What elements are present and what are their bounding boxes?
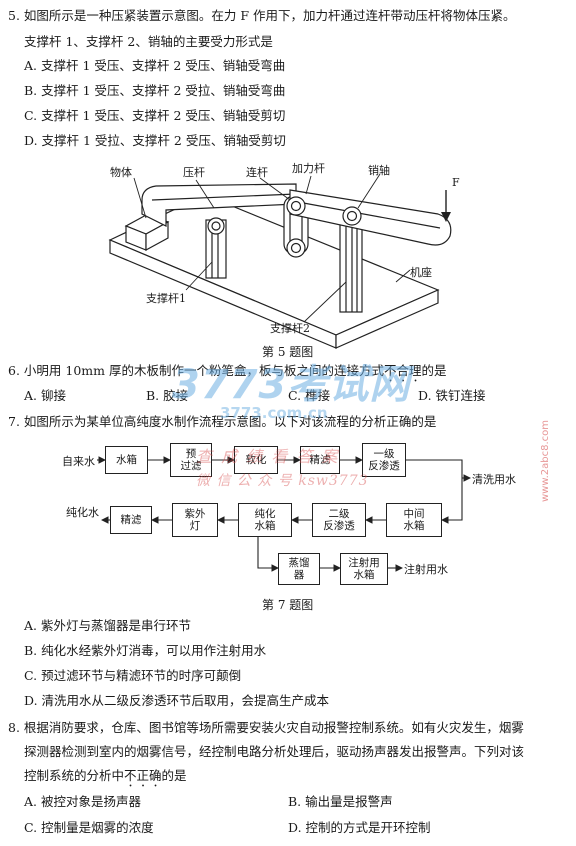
q8-stem-line2: 探测器检测到室内的烟雾信号，经控制电路分析处理后，驱动扬声器发出报警声。下列对该 <box>24 744 525 759</box>
flow-box-ro1: 一级 反渗透 <box>362 443 406 477</box>
q6-option-b: B. 胶接 <box>146 388 189 403</box>
q8-stem-part1: 控制系统的分析中 <box>24 768 125 783</box>
q5-option-b: B. 支撑杆 1 受压、支撑杆 2 受拉、销轴受弯曲 <box>24 83 286 98</box>
flow-box-tank: 水箱 <box>105 446 148 474</box>
flow-box-prefilter: 预 过滤 <box>170 443 212 477</box>
q6-stem: 6. 小明用 10mm 厚的木板制作一个粉笔盒，板与板之间的连接方式不合理的是 <box>8 363 447 385</box>
label-support-rod-2: 支撑杆2 <box>270 322 310 335</box>
q6-option-d: D. 铁钉连接 <box>418 388 486 403</box>
label-base: 机座 <box>410 266 432 279</box>
flow-tap-water: 自来水 <box>62 455 95 468</box>
object-block-side <box>145 220 169 252</box>
q5-option-d: D. 支撑杆 1 受拉、支撑杆 2 受压、销轴受剪切 <box>24 133 286 148</box>
force-arrow-icon <box>441 212 451 222</box>
label-lever: 加力杆 <box>292 162 325 175</box>
q7-option-c: C. 预过滤环节与精滤环节的时序可颠倒 <box>24 668 242 683</box>
q8-option-a: A. 被控对象是扬声器 <box>24 794 141 809</box>
q6-option-c: C. 榫接 <box>288 388 331 403</box>
q5-stem-line2: 支撑杆 1、支撑杆 2、销轴的主要受力形式是 <box>24 34 273 49</box>
label-object: 物体 <box>110 166 132 179</box>
q8-stem-part2: 的是 <box>161 768 187 783</box>
flow-injection-water: 注射用水 <box>404 563 448 576</box>
flow-box-soften: 软化 <box>234 446 278 474</box>
flow-pure-water: 纯化水 <box>66 506 99 519</box>
flow-box-mid-tank: 中间 水箱 <box>386 503 442 537</box>
q8-stem-line1: 8. 根据消防要求，仓库、图书馆等场所需要安装火灾自动报警控制系统。如有火灾发生… <box>8 720 524 735</box>
q7-stem: 7. 如图所示为某单位高纯度水制作流程示意图。以下对该流程的分析正确的是 <box>8 414 437 429</box>
q6-stem-part2: 的是 <box>421 363 447 378</box>
q7-option-a: A. 紫外灯与蒸馏器是串行环节 <box>24 618 191 633</box>
flow-box-ro2: 二级 反渗透 <box>312 503 366 537</box>
q5-option-c: C. 支撑杆 1 受压、支撑杆 2 受压、销轴受剪切 <box>24 108 286 123</box>
base-side <box>335 289 439 349</box>
label-force: F <box>452 176 460 189</box>
q7-option-b: B. 纯化水经紫外灯消毒，可以用作注射用水 <box>24 643 267 658</box>
flow-box-distiller: 蒸馏 器 <box>278 553 320 585</box>
flow-box-inj-tank: 注射用 水箱 <box>340 553 388 585</box>
label-link: 连杆 <box>246 166 268 179</box>
q7-option-d: D. 清洗用水从二级反渗透环节后取用，会提高生产成本 <box>24 693 330 708</box>
q5-stem-line1: 5. 如图所示是一种压紧装置示意图。在力 F 作用下，加力杆通过连杆带动压杆将物… <box>8 8 516 23</box>
q8-option-c: C. 控制量是烟雾的浓度 <box>24 820 154 835</box>
q6-stem-part1: 6. 小明用 10mm 厚的木板制作一个粉笔盒，板与板之间的连接方式 <box>8 363 384 378</box>
label-support-rod-1: 支撑杆1 <box>146 292 186 305</box>
q5-option-a: A. 支撑杆 1 受压、支撑杆 2 受压、销轴受弯曲 <box>24 58 286 73</box>
label-press-bar: 压杆 <box>183 166 205 179</box>
q7-caption: 第 7 题图 <box>262 598 314 612</box>
flow-box-fine-filter: 精滤 <box>300 446 340 474</box>
q6-option-a: A. 铆接 <box>24 388 66 403</box>
label-pin: 销轴 <box>368 164 390 177</box>
press-bar <box>141 183 297 227</box>
q8-option-d: D. 控制的方式是开环控制 <box>288 820 431 835</box>
flow-box-fine-filter-2: 精滤 <box>110 506 152 534</box>
q8-option-b: B. 输出量是报警声 <box>288 794 393 809</box>
q6-stem-emphasis: 不合理 <box>383 363 422 378</box>
q5-caption: 第 5 题图 <box>262 345 314 359</box>
q8-stem-line3: 控制系统的分析中不正确的是 <box>24 768 187 790</box>
q8-stem-emphasis: 不正确 <box>124 768 162 783</box>
flow-box-pure-tank: 纯化 水箱 <box>238 503 292 537</box>
flow-cleaning-water: 清洗用水 <box>472 473 516 486</box>
flow-box-uv: 紫外 灯 <box>172 503 218 537</box>
